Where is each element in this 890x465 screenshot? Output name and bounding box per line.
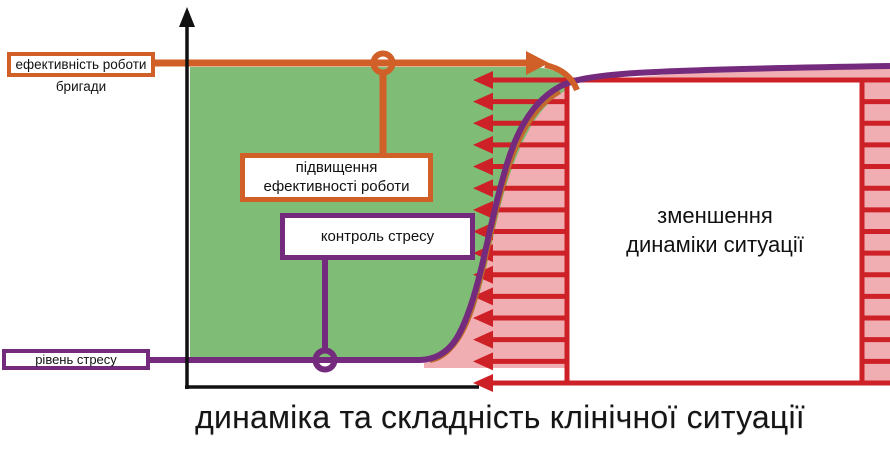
efficiency-arrowhead-icon <box>526 51 549 75</box>
left-arrowhead-icon <box>473 330 493 349</box>
left-arrowhead-icon <box>473 200 493 219</box>
stress-control-text: контроль стресу <box>320 228 435 245</box>
team-efficiency-label-line2: бригади <box>55 79 107 94</box>
team-efficiency-label-text: ефективність роботи <box>15 57 147 72</box>
stress-curve <box>150 63 890 363</box>
control-node-icon <box>312 347 338 373</box>
stress-level-label: рівень стресу <box>2 349 150 370</box>
efficiency-boost-text: підвищення ефективності роботи <box>263 158 410 195</box>
dynamics-reduction-line1: зменшення <box>657 203 773 228</box>
improve-node-icon <box>370 50 396 76</box>
left-arrowhead-icon <box>473 287 493 306</box>
dynamics-reduction-label: зменшення динаміки ситуації <box>570 201 860 260</box>
left-arrowhead-icon <box>473 92 493 111</box>
efficiency-arc <box>544 62 580 92</box>
left-arrowhead-icon <box>473 157 493 176</box>
efficiency-boost-box: підвищення ефективності роботи <box>240 153 433 202</box>
diagram-title: динаміка та складність клінічної ситуаці… <box>195 399 805 435</box>
left-arrowhead-icon <box>473 373 493 392</box>
stress-control-box: контроль стресу <box>280 213 475 260</box>
left-arrowhead-icon <box>473 135 493 154</box>
dynamics-reduction-line2: динаміки ситуації <box>626 232 804 258</box>
left-arrowhead-icon <box>473 114 493 133</box>
left-arrowhead-icon <box>473 179 493 198</box>
stress-level-label-text: рівень стресу <box>35 352 117 367</box>
left-arrowhead-icon <box>473 71 493 89</box>
dynamics-reduction-box <box>564 77 865 386</box>
left-arrowhead-icon <box>473 352 493 371</box>
team-efficiency-label: ефективність роботи <box>7 52 155 77</box>
left-arrowhead-icon <box>473 309 493 328</box>
y-axis-arrowhead-icon <box>179 7 195 27</box>
